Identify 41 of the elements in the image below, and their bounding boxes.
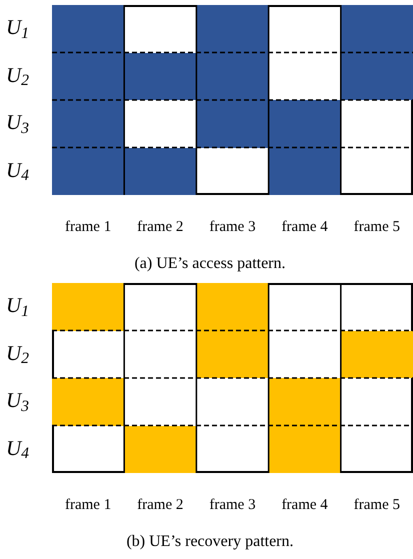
row-label: U$_{3}$ <box>6 390 30 411</box>
row-label: U$_{1}$ <box>6 17 30 38</box>
filled-cell <box>52 148 124 195</box>
column-label: frame 3 <box>208 498 257 513</box>
filled-cell <box>52 5 124 52</box>
column-label: frame 3 <box>208 220 257 235</box>
filled-cell <box>124 52 196 100</box>
filled-cell <box>52 100 124 148</box>
row-label: U$_{4}$ <box>6 160 30 180</box>
row-label: U$_{3}$ <box>6 112 30 133</box>
filled-cell <box>340 5 413 52</box>
filled-cell <box>52 52 124 100</box>
row-label: U$_{4}$ <box>6 438 30 458</box>
column-label: frame 1 <box>64 498 112 513</box>
filled-cell <box>124 426 196 473</box>
filled-cell <box>124 148 196 195</box>
column-label: frame 2 <box>136 220 184 235</box>
column-label: frame 1 <box>64 220 112 235</box>
filled-cell <box>52 283 124 330</box>
subfigure-caption: (b) UE’s recovery pattern. <box>125 534 295 550</box>
column-label: frame 4 <box>280 220 329 235</box>
filled-cell <box>196 283 269 330</box>
filled-cell <box>52 378 124 426</box>
subfigure-caption: (a) UE’s access pattern. <box>133 256 287 272</box>
filled-cell <box>340 52 413 100</box>
column-label: frame 4 <box>280 498 329 513</box>
filled-cell <box>268 100 341 148</box>
filled-cell <box>268 378 341 426</box>
row-label: U$_{1}$ <box>6 295 30 316</box>
row-label: U$_{2}$ <box>6 64 30 86</box>
filled-cell <box>340 330 413 378</box>
filled-cell <box>196 100 269 148</box>
column-label: frame 2 <box>136 498 184 513</box>
column-label: frame 5 <box>352 498 401 513</box>
filled-cell <box>268 426 341 473</box>
column-label: frame 5 <box>352 220 401 235</box>
filled-cell <box>268 148 341 195</box>
row-label: U$_{2}$ <box>6 342 30 364</box>
filled-cell <box>196 52 269 100</box>
filled-cell <box>196 330 269 378</box>
filled-cell <box>196 5 269 52</box>
